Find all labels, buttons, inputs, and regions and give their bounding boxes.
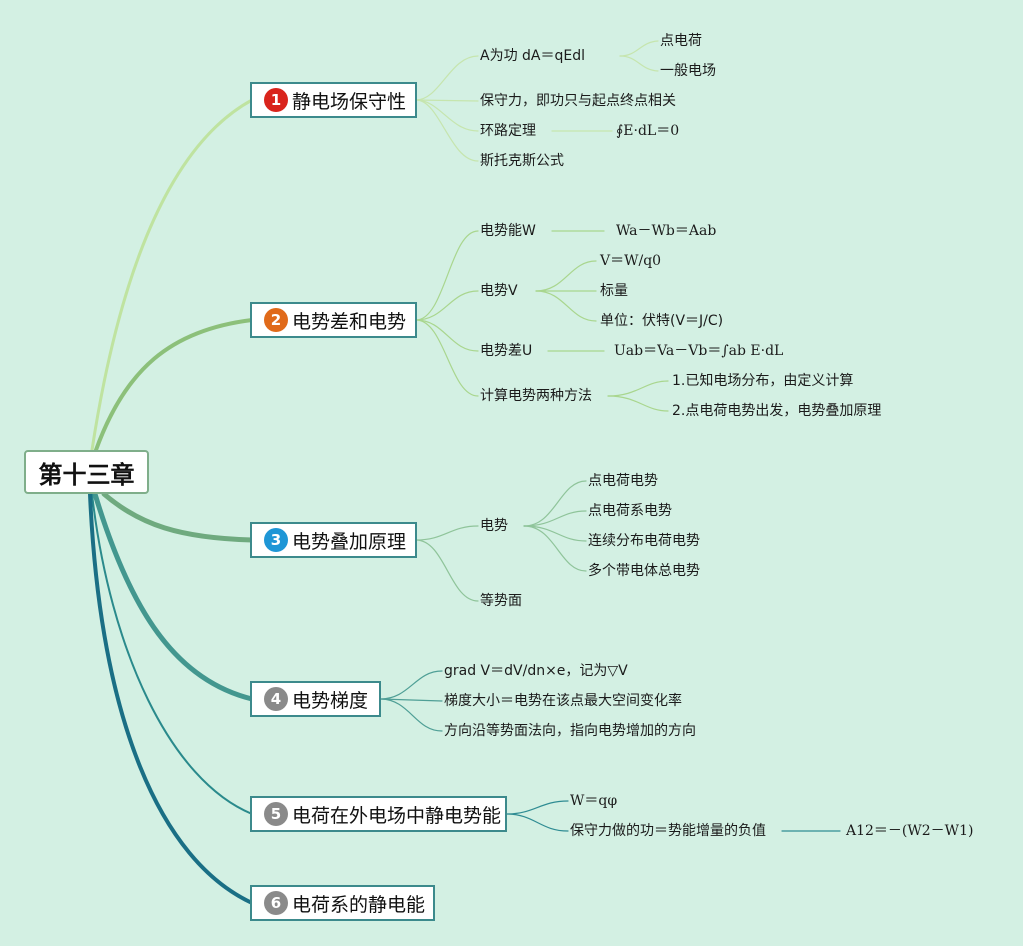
b1-item-work[interactable]: A为功 dA＝qEdl bbox=[480, 48, 585, 64]
b3-sub-point[interactable]: 点电荷电势 bbox=[588, 473, 658, 489]
branch-5[interactable]: 5 电荷在外电场中静电势能 bbox=[250, 796, 507, 832]
b2-sub-scalar[interactable]: 标量 bbox=[600, 283, 628, 299]
branch-2-label: 电势差和电势 bbox=[292, 310, 407, 333]
b1-sub-point-charge[interactable]: 点电荷 bbox=[660, 33, 702, 49]
b4-item-magnitude[interactable]: 梯度大小＝电势在该点最大空间变化率 bbox=[444, 693, 682, 709]
branch-2[interactable]: 2 电势差和电势 bbox=[250, 302, 417, 338]
branch-6[interactable]: 6 电荷系的静电能 bbox=[250, 885, 435, 921]
branch-1-label: 静电场保守性 bbox=[292, 90, 407, 113]
branch-4[interactable]: 4 电势梯度 bbox=[250, 681, 381, 717]
connector-root-b2 bbox=[94, 318, 254, 452]
connector-root-b4 bbox=[92, 491, 255, 702]
badge-2: 2 bbox=[264, 308, 288, 332]
connectors-b4 bbox=[379, 670, 443, 732]
b2-sub-method-1[interactable]: 1.已知电场分布，由定义计算 bbox=[672, 373, 854, 389]
b4-item-direction[interactable]: 方向沿等势面法向，指向电势增加的方向 bbox=[444, 723, 696, 739]
connector-root-b1 bbox=[90, 98, 254, 452]
connectors-b1 bbox=[415, 40, 659, 162]
branch-4-label: 电势梯度 bbox=[292, 689, 369, 712]
badge-6: 6 bbox=[264, 891, 288, 915]
b1-item-stokes[interactable]: 斯托克斯公式 bbox=[480, 153, 564, 169]
connector-root-b3 bbox=[101, 491, 255, 543]
root-topic[interactable]: 第十三章 bbox=[24, 450, 149, 494]
b3-item-potential[interactable]: 电势 bbox=[480, 518, 508, 534]
connectors-b3 bbox=[415, 480, 587, 602]
b2-item-potential-energy[interactable]: 电势能W bbox=[480, 223, 536, 239]
b1-item-loop-theorem[interactable]: 环路定理 bbox=[480, 123, 536, 139]
b2-item-potential[interactable]: 电势V bbox=[480, 283, 518, 299]
badge-5: 5 bbox=[264, 802, 288, 826]
b2-sub-energy-formula[interactable]: Wa－Wb＝Aab bbox=[616, 223, 717, 239]
connector-root-b5 bbox=[91, 493, 253, 815]
b2-sub-method-2[interactable]: 2.点电荷电势出发，电势叠加原理 bbox=[672, 403, 882, 419]
b2-item-methods[interactable]: 计算电势两种方法 bbox=[480, 388, 592, 404]
b5-sub-work-formula[interactable]: A12＝－(W2－W1) bbox=[846, 823, 974, 839]
branch-3[interactable]: 3 电势叠加原理 bbox=[250, 522, 417, 558]
b3-sub-continuous[interactable]: 连续分布电荷电势 bbox=[588, 533, 700, 549]
branch-6-label: 电荷系的静电能 bbox=[292, 893, 426, 916]
b5-item-work-energy[interactable]: 保守力做的功＝势能增量的负值 bbox=[570, 823, 766, 839]
b3-sub-multiple[interactable]: 多个带电体总电势 bbox=[588, 563, 700, 579]
b3-item-equipotential[interactable]: 等势面 bbox=[480, 593, 522, 609]
connectors-b5 bbox=[505, 800, 841, 832]
b2-item-potential-diff[interactable]: 电势差U bbox=[480, 343, 533, 359]
badge-4: 4 bbox=[264, 687, 288, 711]
branch-1[interactable]: 1 静电场保守性 bbox=[250, 82, 417, 118]
b2-sub-diff-formula[interactable]: Uab＝Va－Vb＝∫ab E·dL bbox=[614, 343, 784, 359]
b1-item-conservative[interactable]: 保守力，即功只与起点终点相关 bbox=[480, 93, 676, 109]
b1-sub-loop-formula[interactable]: ∮E·dL＝0 bbox=[616, 123, 680, 139]
badge-3: 3 bbox=[264, 528, 288, 552]
b5-item-energy[interactable]: W＝qφ bbox=[570, 793, 618, 809]
connector-root-b6 bbox=[88, 492, 254, 905]
branch-3-label: 电势叠加原理 bbox=[292, 530, 407, 553]
b2-sub-potential-def[interactable]: V＝W/q0 bbox=[600, 253, 662, 269]
b3-sub-system[interactable]: 点电荷系电势 bbox=[588, 503, 672, 519]
b1-sub-general-field[interactable]: 一般电场 bbox=[660, 63, 716, 79]
b4-item-grad-def[interactable]: grad V＝dV/dn×e，记为▽V bbox=[444, 663, 628, 679]
badge-1: 1 bbox=[264, 88, 288, 112]
connectors-b2 bbox=[415, 230, 669, 412]
branch-5-label: 电荷在外电场中静电势能 bbox=[292, 804, 502, 827]
b2-sub-unit[interactable]: 单位：伏特(V＝J/C) bbox=[600, 313, 724, 329]
